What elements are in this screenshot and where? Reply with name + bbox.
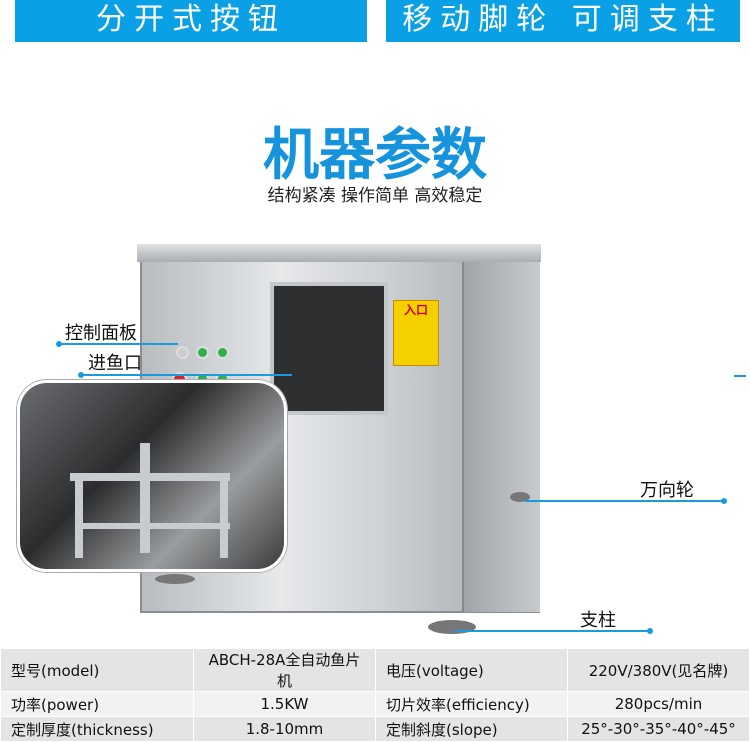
machine-top-edge (137, 244, 541, 262)
spec-value: ABCH-28A全自动鱼片机 (193, 648, 376, 692)
spec-label: 型号(model) (0, 648, 194, 692)
panel-switch (176, 346, 189, 359)
spec-value: 220V/380V(见名牌) (567, 648, 750, 692)
page-title: 机器参数 (263, 123, 487, 188)
callout-dot (56, 341, 62, 347)
table-row: 定制厚度(thickness) 1.8-10mm 定制斜度(slope) 25°… (0, 716, 750, 742)
machine-side-panel (462, 262, 540, 612)
panel-green-button (196, 346, 209, 359)
caster-wheel (510, 492, 530, 502)
spec-value: 25°-30°-35°-40°-45° (567, 716, 750, 742)
table-row: 功率(power) 1.5KW 切片效率(efficiency) 280pcs/… (0, 691, 750, 717)
fish-inlet-window (270, 282, 388, 415)
callout-line (734, 375, 746, 377)
banner-split-buttons: 分开式按钮 (15, 0, 367, 42)
closeup-frame-bar (80, 523, 230, 529)
callout-dot (78, 372, 84, 378)
spec-label: 定制厚度(thickness) (0, 716, 194, 742)
spec-value: 1.5KW (193, 691, 376, 717)
callout-caster: 万向轮 (640, 480, 694, 501)
callout-support: 支柱 (580, 610, 616, 631)
closeup-frame-bar (140, 443, 150, 553)
closeup-frame-bar (70, 473, 230, 481)
callout-fish-inlet: 进鱼口 (88, 353, 142, 374)
callout-line (525, 500, 725, 502)
spec-value: 280pcs/min (567, 691, 750, 717)
machine-foot (155, 574, 195, 584)
spec-label: 功率(power) (0, 691, 194, 717)
closeup-frame-bar (75, 478, 83, 558)
spec-table: 型号(model) ABCH-28A全自动鱼片机 电压(voltage) 220… (0, 648, 750, 742)
inlet-sign: 入口 (393, 300, 439, 366)
callout-line (80, 374, 292, 376)
callout-dot (721, 498, 727, 504)
spec-value: 1.8-10mm (193, 716, 376, 742)
closeup-frame-bar (220, 478, 228, 558)
spec-label: 电压(voltage) (375, 648, 568, 692)
inlet-sign-label: 入口 (403, 303, 428, 317)
table-row: 型号(model) ABCH-28A全自动鱼片机 电压(voltage) 220… (0, 648, 750, 692)
callout-line (455, 630, 650, 632)
spec-label: 切片效率(efficiency) (375, 691, 568, 717)
callout-control-panel: 控制面板 (65, 323, 137, 344)
spec-label: 定制斜度(slope) (375, 716, 568, 742)
callout-dot (647, 628, 653, 634)
callout-line (58, 343, 178, 345)
panel-green-button (216, 346, 229, 359)
banner-casters-supports: 移动脚轮 可调支柱 (386, 0, 740, 42)
inlet-closeup-image (17, 380, 287, 572)
page-subtitle: 结构紧凑 操作简单 高效稳定 (267, 186, 483, 206)
